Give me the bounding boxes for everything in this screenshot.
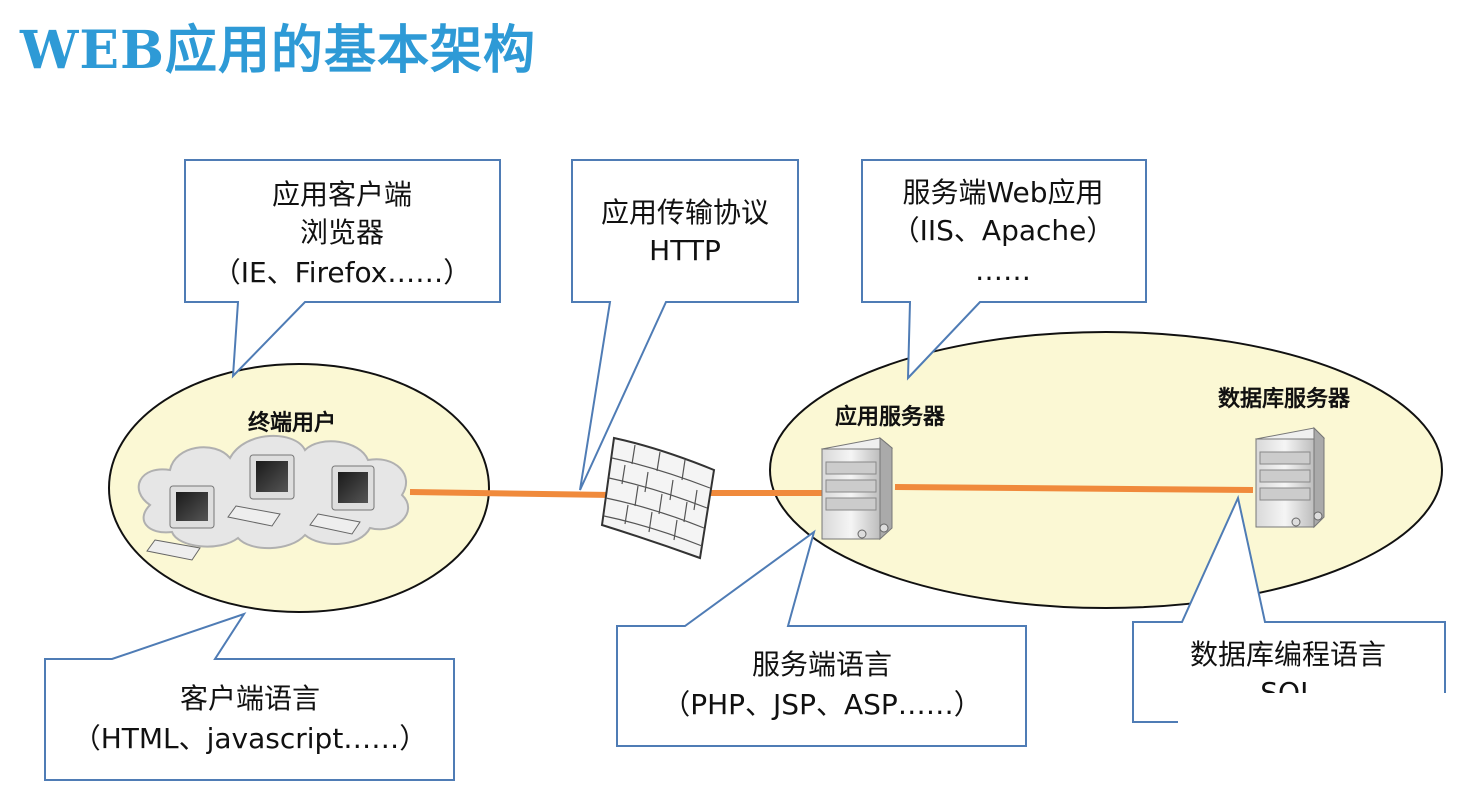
link-appserver-dbserver xyxy=(894,484,1254,493)
protocol-line2: HTTP xyxy=(649,234,721,267)
server-app-line3: …… xyxy=(975,254,1031,287)
client-lang-line2: （HTML、javascript……） xyxy=(73,722,428,755)
computer-icon xyxy=(146,485,215,561)
page-title: WEB应用的基本架构 xyxy=(20,20,536,81)
protocol-line1: 应用传输协议 xyxy=(601,196,769,229)
computer-icon xyxy=(227,454,295,527)
client-cloud xyxy=(137,434,409,561)
browser-line2: 浏览器 xyxy=(300,216,384,249)
callout-client-language: 客户端语言 （HTML、javascript……） xyxy=(44,612,455,781)
callout-clip-mask xyxy=(1200,693,1446,723)
app-server-icon xyxy=(820,436,894,541)
db-server-label: 数据库服务器 xyxy=(1218,386,1351,412)
computer-icon xyxy=(309,465,375,535)
callout-server-language: 服务端语言 （PHP、JSP、ASP……） xyxy=(616,529,1027,747)
callout-server-app: 服务端Web应用 （IIS、Apache） …… xyxy=(861,159,1147,381)
callout-browser: 应用客户端 浏览器 （IE、Firefox……） xyxy=(184,159,501,379)
server-app-line2: （IIS、Apache） xyxy=(892,214,1115,247)
end-user-label: 终端用户 xyxy=(248,410,336,436)
callout-protocol: 应用传输协议 HTTP xyxy=(571,159,799,491)
server-zone xyxy=(769,331,1443,609)
app-server-label: 应用服务器 xyxy=(835,404,946,430)
browser-line1: 应用客户端 xyxy=(272,178,412,211)
link-client-firewall xyxy=(409,489,613,498)
db-lang-line1: 数据库编程语言 xyxy=(1190,638,1386,671)
firewall-icon xyxy=(600,436,716,560)
callout-db-language: 数据库编程语言 SQL xyxy=(1132,494,1446,723)
browser-line3: （IE、Firefox……） xyxy=(213,256,472,289)
server-lang-line1: 服务端语言 xyxy=(752,648,892,681)
server-app-line1: 服务端Web应用 xyxy=(902,176,1103,209)
client-lang-line1: 客户端语言 xyxy=(180,682,320,715)
db-server-icon xyxy=(1254,426,1326,529)
server-lang-line2: （PHP、JSP、ASP……） xyxy=(662,688,982,721)
